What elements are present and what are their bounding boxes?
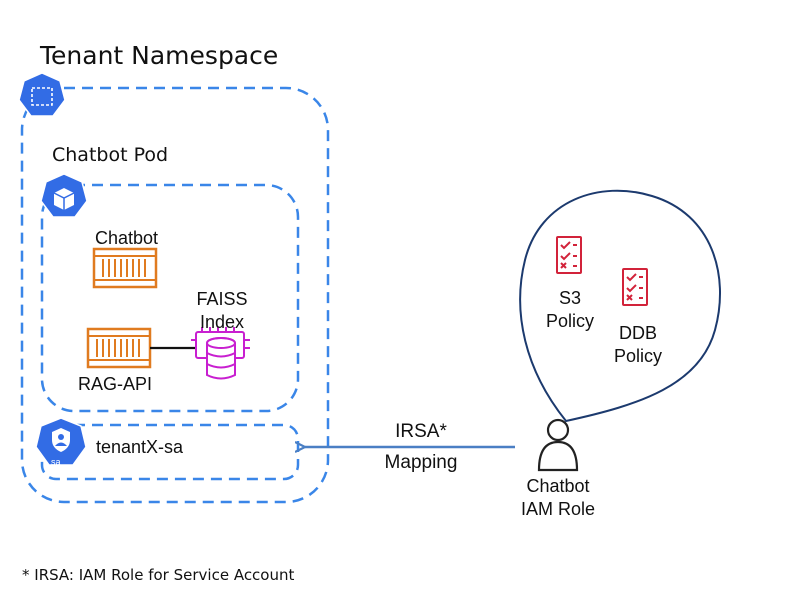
namespace-title: Tenant Namespace	[40, 41, 279, 70]
faiss-index-icon	[191, 327, 250, 380]
service-account-label: tenantX-sa	[96, 437, 184, 457]
ddb-policy-label: DDB Policy	[608, 322, 668, 369]
service-account-icon	[35, 417, 87, 466]
namespace-boundary	[20, 86, 330, 504]
namespace-icon	[18, 72, 66, 117]
ddb-policy-line2: Policy	[613, 346, 662, 367]
ddb-policy-icon	[622, 268, 648, 306]
mapping-line2: Mapping	[384, 452, 458, 474]
pod-boundary	[40, 183, 300, 413]
iam-role-line1: Chatbot	[526, 476, 590, 496]
iam-role-user-icon	[537, 418, 579, 472]
s3-policy-label: S3 Policy	[540, 287, 600, 334]
pod-title: Chatbot Pod	[52, 144, 169, 166]
rag-api-container-icon	[86, 327, 152, 369]
mapping-line1: IRSA*	[395, 421, 447, 442]
faiss-label-line1: FAISS	[196, 289, 248, 309]
s3-policy-line2: Policy	[545, 311, 594, 332]
chatbot-container-label: Chatbot	[95, 228, 159, 248]
irsa-footnote: * IRSA: IAM Role for Service Account	[22, 566, 295, 584]
pod-icon	[40, 173, 88, 218]
rag-api-container-label: RAG-API	[78, 374, 153, 394]
service-account-icon-text: sa	[51, 457, 61, 467]
irsa-mapping-label: IRSA* Mapping	[376, 416, 466, 479]
faiss-label-line2: Index	[199, 312, 245, 333]
s3-policy-line1: S3	[558, 288, 582, 308]
ddb-policy-line1: DDB	[618, 323, 657, 343]
iam-role-label: Chatbot IAM Role	[512, 475, 604, 522]
policy-callout-bubble	[519, 189, 722, 423]
chatbot-container-icon	[92, 247, 158, 289]
faiss-index-label: FAISS Index	[182, 288, 262, 335]
iam-role-line2: IAM Role	[520, 499, 596, 520]
s3-policy-icon	[556, 236, 582, 274]
